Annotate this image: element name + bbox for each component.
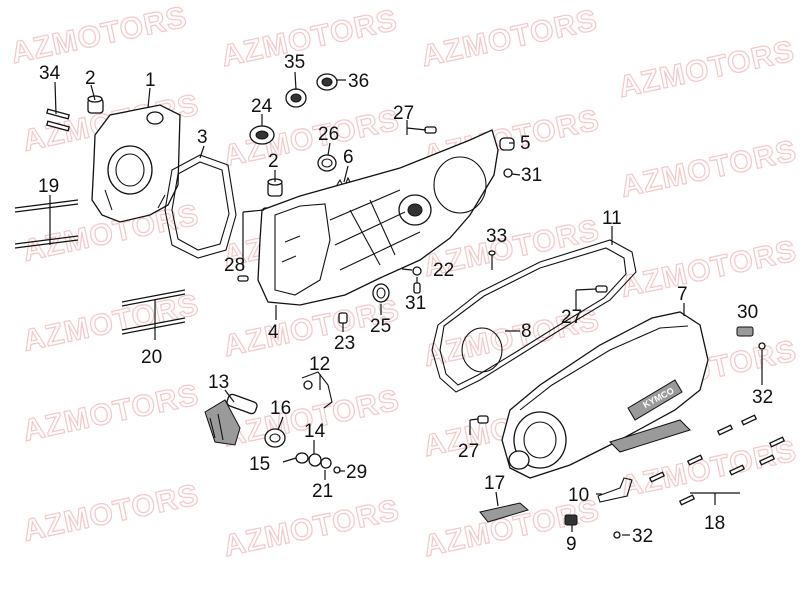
- callout-2: 2: [85, 68, 96, 89]
- callout-20: 20: [141, 347, 162, 368]
- stud-bolts-20: [121, 289, 186, 335]
- washer-21: [320, 457, 332, 469]
- callout-29: 29: [346, 462, 367, 483]
- callout-18: 18: [704, 513, 725, 534]
- callout-14: 14: [304, 421, 326, 442]
- outer-cover-7: KYMCO: [501, 311, 709, 479]
- bolt-31b: [413, 282, 421, 294]
- dowel-27b: [595, 285, 608, 293]
- watermark-text: AZMOTORS: [221, 384, 403, 454]
- bolts-18: [648, 414, 786, 506]
- bearing-35: [285, 88, 307, 108]
- watermark-text: AZMOTORS: [8, 1, 190, 71]
- callout-labels: 34 2 1 3 19 35 36 24 27 26 6 2 5 31 28 1…: [38, 52, 773, 555]
- bolt-33: [488, 250, 496, 270]
- bearing-36: [316, 73, 338, 91]
- callout-36: 36: [348, 71, 369, 92]
- callout-22: 22: [433, 260, 454, 281]
- inner-cover-8: [439, 247, 627, 386]
- callout-5: 5: [520, 133, 531, 154]
- plate-17: [479, 502, 530, 523]
- callout-27: 27: [561, 307, 582, 328]
- watermark-text: AZMOTORS: [221, 494, 403, 564]
- callout-23: 23: [334, 333, 355, 354]
- watermark-layer: AZMOTORS AZMOTORS AZMOTORS AZMOTORS AZMO…: [7, 0, 800, 564]
- bracket-10: [597, 477, 633, 503]
- callout-30: 30: [737, 302, 758, 323]
- callout-24: 24: [251, 96, 273, 117]
- plug-9: [564, 514, 578, 526]
- seal-25: [372, 283, 390, 303]
- bearing-24: [249, 125, 275, 145]
- watermark-text: AZMOTORS: [20, 478, 202, 548]
- callout-10: 10: [568, 485, 589, 506]
- callout-15: 15: [249, 454, 270, 475]
- callout-21: 21: [312, 481, 333, 502]
- callout-4: 4: [268, 322, 279, 343]
- callout-13: 13: [208, 372, 229, 393]
- gasket-11: [431, 239, 637, 393]
- bushing-14: [308, 453, 322, 467]
- callout-32: 32: [632, 526, 653, 547]
- callout-26: 26: [318, 124, 339, 145]
- clip-30: [736, 326, 754, 337]
- callout-8: 8: [521, 321, 532, 342]
- dowel-27a: [424, 126, 437, 134]
- watermark-text: AZMOTORS: [618, 134, 800, 204]
- watermark-text: AZMOTORS: [20, 378, 202, 448]
- plug-5: [499, 137, 515, 151]
- callout-19: 19: [38, 176, 59, 197]
- callout-28: 28: [224, 255, 245, 276]
- washer-16: [264, 428, 286, 448]
- clip-29: [333, 466, 341, 474]
- watermark-text: AZMOTORS: [221, 104, 403, 174]
- callout-9: 9: [566, 534, 577, 555]
- callout-12: 12: [309, 354, 330, 375]
- oil-seal-26: [317, 154, 337, 172]
- watermark-text: AZMOTORS: [616, 35, 798, 105]
- stud-bolts-19: [14, 199, 79, 249]
- watermark-text: AZMOTORS: [20, 288, 202, 358]
- callout-1: 1: [145, 70, 156, 91]
- callout-27: 27: [458, 441, 479, 462]
- washer-22: [412, 266, 422, 276]
- plug-23: [338, 312, 348, 324]
- callout-16: 16: [270, 398, 291, 419]
- callout-25: 25: [370, 316, 391, 337]
- crankcase-right-4: [257, 129, 499, 306]
- bolt-34: [46, 108, 70, 132]
- watermark-text: AZMOTORS: [218, 4, 400, 74]
- callout-31: 31: [521, 165, 542, 186]
- bolt-31a: [503, 168, 513, 178]
- watermark-text: AZMOTORS: [418, 4, 600, 74]
- kick-lever-12: [301, 371, 333, 409]
- callout-34: 34: [39, 63, 61, 84]
- callout-35: 35: [284, 52, 305, 73]
- dowel-27c: [477, 415, 489, 424]
- watermark-text: AZMOTORS: [618, 234, 800, 304]
- crankcase-left-1: [91, 104, 181, 223]
- callout-3: 3: [197, 127, 208, 148]
- leader-lines: [49, 71, 763, 536]
- callout-32: 32: [752, 387, 773, 408]
- callout-11: 11: [602, 208, 622, 229]
- kickstart-gear-13: [204, 393, 258, 446]
- callout-6: 6: [343, 147, 354, 168]
- callout-27: 27: [393, 103, 414, 124]
- bolt-32a: [758, 342, 766, 350]
- callout-31: 31: [405, 293, 426, 314]
- callout-17: 17: [484, 473, 505, 494]
- callout-2: 2: [268, 151, 279, 172]
- gasket-3: [164, 154, 237, 259]
- parts-layer: KYMCO: [14, 73, 786, 539]
- dowel-pin-2: [87, 95, 104, 114]
- callout-33: 33: [486, 226, 507, 247]
- bolt-32b: [613, 531, 621, 539]
- callout-7: 7: [677, 284, 688, 305]
- washer-15: [295, 452, 309, 464]
